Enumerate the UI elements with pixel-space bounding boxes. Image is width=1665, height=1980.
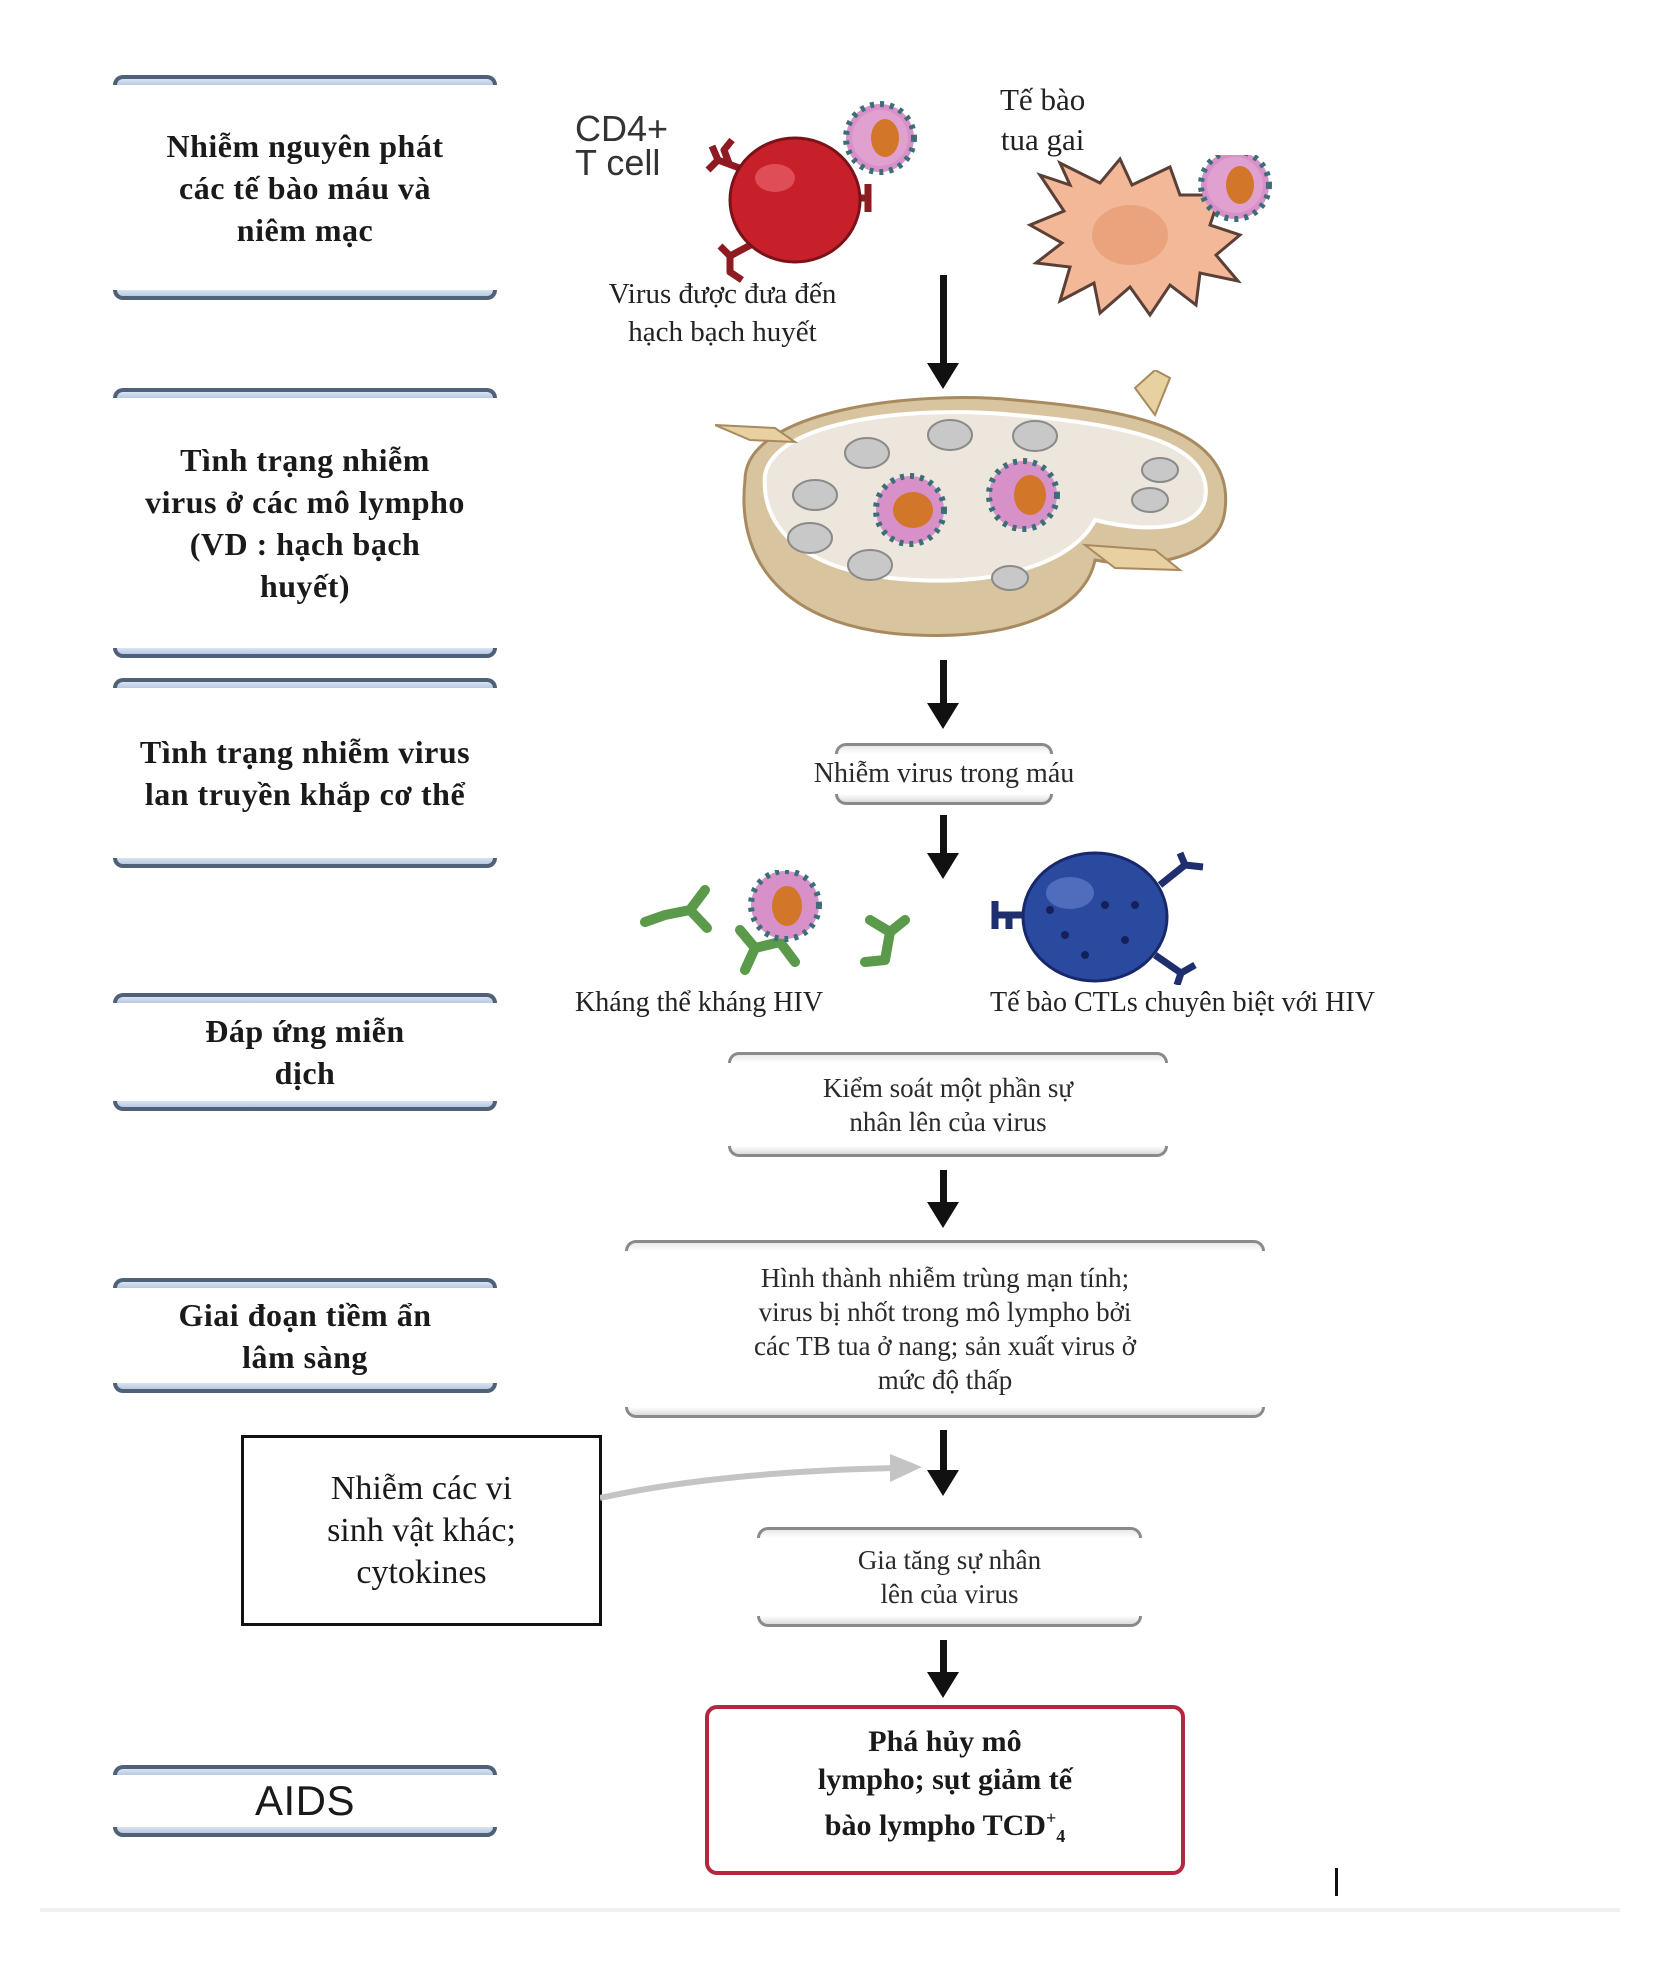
bracket-bottom bbox=[757, 1616, 1142, 1627]
bracket-bottom bbox=[113, 290, 497, 300]
chronic-infection-box: Hình thành nhiễm trùng mạn tính; virus b… bbox=[625, 1240, 1265, 1418]
bracket-bottom bbox=[113, 858, 497, 868]
transport-label: Virus được đưa đến hạch bạch huyết bbox=[545, 275, 900, 351]
lymphocyte-icons bbox=[787, 419, 1179, 591]
stage-label: Đáp ứng miễn dịch bbox=[205, 1013, 405, 1091]
influence-arrow bbox=[600, 1454, 922, 1501]
stage-label: Tình trạng nhiễm virus lan truyền khắp c… bbox=[139, 734, 471, 812]
increased-replication-box: Gia tăng sự nhân lên của virus bbox=[757, 1527, 1142, 1627]
hiv-virion-icon bbox=[1198, 155, 1272, 222]
text-line: lympho; sụt giảm tế bbox=[817, 1763, 1073, 1796]
antibody-icons bbox=[640, 885, 910, 975]
bracket-top bbox=[625, 1240, 1265, 1251]
text-line: sinh vật khác; bbox=[327, 1511, 516, 1549]
text-line: bào lympho TCD+4 bbox=[818, 1799, 1072, 1855]
text-line: các TB tua ở nang; sản xuất virus ở bbox=[754, 1331, 1136, 1361]
lymphoid-destruction-box: Phá hủy mô lympho; sụt giảm tế bào lymph… bbox=[705, 1705, 1185, 1875]
ctl-cell-body bbox=[1021, 851, 1169, 983]
text-line: nhân lên của virus bbox=[849, 1106, 1047, 1137]
text-line: Kiểm soát một phần sự bbox=[822, 1072, 1074, 1103]
text-line: Gia tăng sự nhân bbox=[857, 1545, 1042, 1575]
lymph-node-illustration bbox=[715, 370, 1228, 638]
chronic-infection-label: Hình thành nhiễm trùng mạn tính; virus b… bbox=[754, 1261, 1136, 1397]
cd4-label-line: CD4+ bbox=[575, 108, 669, 149]
stage-label: Nhiễm nguyên phát các tế bào máu và niêm… bbox=[166, 127, 444, 248]
hiv-virion-icon bbox=[986, 458, 1060, 532]
lymph-vessel bbox=[1081, 543, 1183, 572]
viremia-box: Nhiễm virus trong máu bbox=[814, 743, 1074, 805]
lymph-vessel bbox=[715, 424, 799, 444]
bracket-bottom bbox=[835, 794, 1053, 805]
viremia-label: Nhiễm virus trong máu bbox=[813, 758, 1075, 789]
bracket-bottom bbox=[113, 1827, 497, 1837]
bracket-bottom bbox=[113, 1101, 497, 1111]
other-infections-box: Nhiễm các vi sinh vật khác; cytokines bbox=[241, 1435, 602, 1626]
bracket-bottom bbox=[113, 1383, 497, 1393]
transport-label-line: Virus được đưa đến bbox=[608, 278, 837, 310]
lymphoid-destruction-label: Phá hủy mô lympho; sụt giảm tế bào lymph… bbox=[818, 1723, 1072, 1855]
text-line: cytokines bbox=[356, 1553, 487, 1591]
text-line: Phá hủy mô bbox=[868, 1725, 1022, 1758]
ctl-cell-illustration bbox=[991, 851, 1204, 985]
cd4-cell-body bbox=[728, 136, 862, 264]
bracket-top bbox=[113, 1765, 497, 1775]
bracket-top bbox=[113, 388, 497, 398]
text-line: virus bị nhốt trong mô lympho bởi bbox=[758, 1297, 1132, 1327]
bracket-top bbox=[113, 678, 497, 688]
bracket-top bbox=[113, 993, 497, 1003]
stage-label: Tình trạng nhiễm virus ở các mô lympho (… bbox=[145, 442, 465, 604]
bracket-top bbox=[757, 1527, 1142, 1538]
antibody-illustration bbox=[640, 870, 910, 975]
bracket-bottom bbox=[113, 648, 497, 658]
subscript: 4 bbox=[1056, 1826, 1066, 1846]
bracket-top bbox=[728, 1052, 1168, 1063]
stage-primary-infection: Nhiễm nguyên phát các tế bào máu và niêm… bbox=[113, 75, 497, 300]
other-infections-label: Nhiễm các vi sinh vật khác; cytokines bbox=[327, 1468, 516, 1594]
hiv-virion-icon bbox=[873, 473, 947, 547]
hiv-virion-icon bbox=[748, 870, 822, 942]
lymph-vessel bbox=[1133, 370, 1172, 418]
cd4-label-line: T cell bbox=[575, 142, 661, 183]
transport-label-line: hạch bạch huyết bbox=[628, 316, 817, 348]
text-line: mức độ thấp bbox=[877, 1365, 1013, 1395]
bracket-bottom bbox=[728, 1146, 1168, 1157]
bracket-top bbox=[113, 1278, 497, 1288]
ctl-label: Tế bào CTLs chuyên biệt với HIV bbox=[990, 987, 1375, 1018]
stage-label: Giai đoạn tiềm ẩn lâm sàng bbox=[178, 1296, 432, 1375]
dendritic-cell-illustration bbox=[1026, 155, 1272, 318]
text-line: Nhiễm các vi bbox=[330, 1469, 513, 1507]
partial-control-label: Kiểm soát một phần sự nhân lên của virus bbox=[823, 1071, 1073, 1139]
divider bbox=[40, 1908, 1620, 1912]
text-cursor bbox=[1335, 1868, 1338, 1896]
cd4-cell-label: CD4+ T cell bbox=[575, 108, 669, 183]
stage-clinical-latency: Giai đoạn tiềm ẩn lâm sàng bbox=[113, 1278, 497, 1393]
text-prefix: bào lympho TCD bbox=[824, 1809, 1046, 1842]
partial-control-box: Kiểm soát một phần sự nhân lên của virus bbox=[728, 1052, 1168, 1157]
stage-lymphoid-infection: Tình trạng nhiễm virus ở các mô lympho (… bbox=[113, 388, 497, 658]
text-line: lên của virus bbox=[880, 1579, 1019, 1609]
dendritic-label-line: Tế bào bbox=[1000, 82, 1086, 117]
bracket-bottom bbox=[625, 1407, 1265, 1418]
superscript: + bbox=[1045, 1808, 1057, 1828]
text-line: Hình thành nhiễm trùng mạn tính; bbox=[760, 1263, 1130, 1293]
hiv-virion-icon bbox=[843, 101, 917, 175]
cd4-t-cell-illustration bbox=[705, 101, 917, 283]
stage-aids: AIDS bbox=[113, 1765, 497, 1837]
stage-label: AIDS bbox=[254, 1777, 356, 1824]
bracket-top bbox=[113, 75, 497, 85]
dendritic-cell-label: Tế bào tua gai bbox=[1000, 80, 1085, 160]
antibody-label: Kháng thể kháng HIV bbox=[575, 987, 824, 1018]
increased-replication-label: Gia tăng sự nhân lên của virus bbox=[858, 1543, 1041, 1611]
dendritic-label-line: tua gai bbox=[1000, 122, 1085, 157]
stage-disseminated-infection: Tình trạng nhiễm virus lan truyền khắp c… bbox=[113, 678, 497, 868]
receptor-icon bbox=[991, 851, 1204, 985]
stage-immune-response: Đáp ứng miễn dịch bbox=[113, 993, 497, 1111]
bracket-top bbox=[835, 743, 1053, 754]
